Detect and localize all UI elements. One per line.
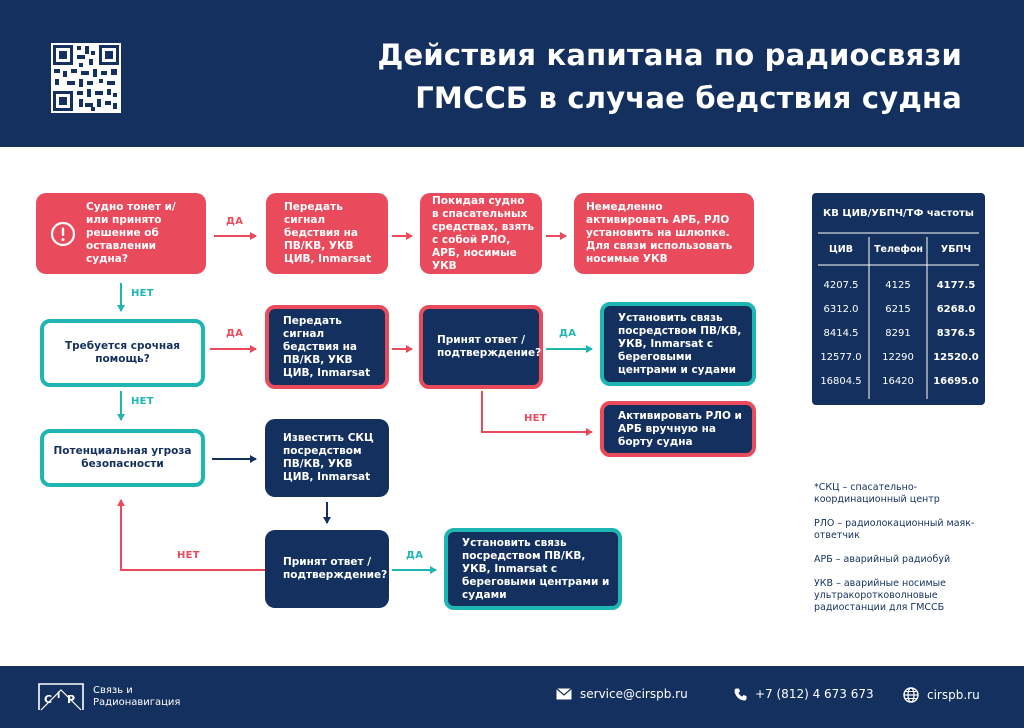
step-establish-comms-1-text: Установить связь посредством ПВ/КВ, УКВ,… <box>618 311 742 376</box>
footer-website[interactable]: cirspb.ru <box>903 687 980 703</box>
table-cell: 8291 <box>885 328 911 339</box>
svg-text:I: I <box>57 691 60 701</box>
step-take-equipment: Покидая судно в спасательных средствах, … <box>420 193 542 274</box>
table-cell: 8414.5 <box>823 328 859 339</box>
abbreviation-notes: *СКЦ – спасательно-координационный центр… <box>814 482 994 626</box>
step-establish-comms-2: Установить связь посредством ПВ/КВ, УКВ,… <box>444 528 622 610</box>
table-cell: 6215 <box>885 304 911 315</box>
arrow-b7-b9 <box>481 391 593 436</box>
step-distress-signal-2-text: Передать сигнал бедствия на ПВ/КВ, УКВ Ц… <box>283 314 371 379</box>
title-line-1: Действия капитана по радиосвязи <box>377 38 962 72</box>
step-activate-epirb-text: Немедленно активировать АРБ, РЛО установ… <box>586 201 733 265</box>
table-cell: 4177.5 <box>936 280 976 291</box>
step-establish-comms-2-text: Установить связь посредством ПВ/КВ, УКВ,… <box>462 536 610 601</box>
label-yes-2: ДА <box>226 328 244 339</box>
step-activate-epirb: Немедленно активировать АРБ, РЛО установ… <box>574 193 754 274</box>
step-distress-signal-1-text: Передать сигнал бедствия на ПВ/КВ, УКВ Ц… <box>284 201 372 265</box>
step-establish-comms-1: Установить связь посредством ПВ/КВ, УКВ,… <box>600 302 756 386</box>
step-notify-rcc-text: Известить СКЦ посредством ПВ/КВ, УКВ ЦИВ… <box>283 432 374 483</box>
step-vessel-sinking: Судно тонет и/или принято решение об ост… <box>36 193 206 274</box>
footer-phone-text[interactable]: +7 (812) 4 673 673 <box>755 687 874 701</box>
svg-text:Р: Р <box>67 693 75 706</box>
table-cell: 6312.0 <box>823 304 859 315</box>
table-header-phone: Телефон <box>874 243 923 255</box>
table-cell: 8376.5 <box>936 328 976 339</box>
globe-icon <box>903 687 919 703</box>
step-distress-signal-1: Передать сигнал бедствия на ПВ/КВ, УКВ Ц… <box>266 193 388 274</box>
table-cell: 6268.0 <box>936 304 976 315</box>
company-name-line-2: Радионавигация <box>93 697 181 708</box>
header-banner: Действия капитана по радиосвязи ГМССБ в … <box>0 0 1024 147</box>
table-cell: 12577.0 <box>820 352 862 363</box>
exclamation-circle-icon <box>50 221 76 246</box>
label-no-1: НЕТ <box>131 288 154 299</box>
note-rcc: *СКЦ – спасательно-координационный центр <box>814 482 940 505</box>
envelope-icon <box>556 688 572 700</box>
footer-email-text[interactable]: service@cirspb.ru <box>580 687 688 701</box>
step-urgent-help: Требуется срочная помощь? <box>40 319 205 387</box>
step-reply-received-1: Принят ответ / подтверждение? <box>419 305 543 389</box>
table-cell: 12290 <box>882 352 914 363</box>
page-title: Действия капитана по радиосвязи ГМССБ в … <box>322 34 962 120</box>
step-distress-signal-2: Передать сигнал бедствия на ПВ/КВ, УКВ Ц… <box>265 305 389 389</box>
label-no-4: НЕТ <box>177 550 200 561</box>
footer-bar: С I Р Связь и Радионавигация service@cir… <box>0 666 1024 728</box>
table-cell: 4125 <box>885 280 911 291</box>
note-sart: РЛО – радиолокационный маяк-ответчик <box>814 518 975 541</box>
step-vessel-sinking-text: Судно тонет и/или принято решение об ост… <box>86 201 176 265</box>
table-header-nbdp: УБПЧ <box>940 243 972 255</box>
step-urgent-help-text: Требуется срочная помощь? <box>64 340 181 365</box>
note-epirb: АРБ – аварийный радиобуй <box>814 554 951 565</box>
step-take-equipment-text: Покидая судно в спасательных средствах, … <box>432 194 535 272</box>
step-potential-threat: Потенциальная угроза безопасности <box>40 429 205 487</box>
table-cell: 16804.5 <box>820 376 862 387</box>
label-no-2: НЕТ <box>524 413 547 424</box>
step-manual-activation: Активировать РЛО и АРБ вручную на борту … <box>600 401 756 457</box>
step-manual-activation-text: Активировать РЛО и АРБ вручную на борту … <box>618 409 742 448</box>
step-notify-rcc: Известить СКЦ посредством ПВ/КВ, УКВ ЦИВ… <box>265 419 389 497</box>
company-name: Связь и Радионавигация <box>93 685 180 709</box>
qr-code-icon <box>51 43 121 113</box>
footer-email[interactable]: service@cirspb.ru <box>556 687 688 701</box>
label-no-3: НЕТ <box>131 396 154 407</box>
footer-website-text[interactable]: cirspb.ru <box>927 688 980 702</box>
frequency-table-grid <box>818 232 979 399</box>
frequency-table-title: КВ ЦИВ/УБПЧ/ТФ частоты <box>823 207 974 219</box>
svg-text:С: С <box>44 693 52 706</box>
table-header-dsc: ЦИВ <box>828 243 853 255</box>
company-name-line-1: Связь и <box>93 685 133 696</box>
step-reply-received-2-text: Принят ответ / подтверждение? <box>283 556 388 581</box>
phone-icon <box>734 688 747 700</box>
label-yes-1: ДА <box>226 216 244 227</box>
step-potential-threat-text: Потенциальная угроза безопасности <box>53 445 192 470</box>
label-yes-4: ДА <box>406 550 424 561</box>
step-reply-received-1-text: Принят ответ / подтверждение? <box>437 334 542 359</box>
footer-phone[interactable]: +7 (812) 4 673 673 <box>734 687 874 701</box>
table-cell: 4207.5 <box>823 280 859 291</box>
note-vhf: УКВ – аварийные носимые ультракоротковол… <box>814 578 946 613</box>
step-reply-received-2: Принят ответ / подтверждение? <box>265 530 389 608</box>
title-line-2: ГМССБ в случае бедствия судна <box>415 81 962 115</box>
table-cell: 16695.0 <box>933 376 979 387</box>
company-logo-icon: С I Р <box>38 683 84 711</box>
frequency-table: КВ ЦИВ/УБПЧ/ТФ частоты ЦИВ Телефон УБПЧ … <box>812 193 985 405</box>
table-cell: 12520.0 <box>933 352 979 363</box>
table-cell: 16420 <box>882 376 914 387</box>
label-yes-3: ДА <box>559 328 577 339</box>
